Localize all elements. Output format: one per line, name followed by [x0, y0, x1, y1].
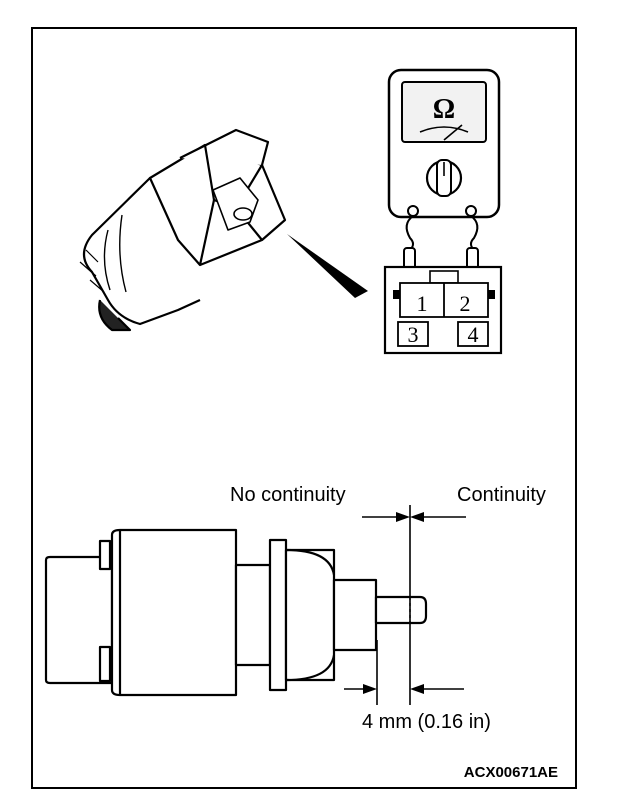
ohm-symbol: Ω: [433, 94, 455, 125]
meter-window: [401, 81, 487, 143]
pin-4-label: 4: [468, 322, 479, 347]
pin-2-label: 2: [460, 291, 471, 316]
no-continuity-label: No continuity: [230, 484, 346, 506]
figure-code: ACX00671AE: [464, 764, 558, 781]
connector-face: [383, 265, 503, 355]
pin-1-label: 1: [417, 291, 428, 316]
switch-side-view: [44, 528, 428, 697]
dimension-arrowheads: [363, 512, 424, 694]
callout-wedge: [287, 234, 368, 298]
pin-3-label: 3: [408, 322, 419, 347]
probe-leads: [405, 215, 479, 251]
switch-isometric-illustration: [79, 128, 287, 332]
selector-knob: [425, 159, 463, 197]
ohmmeter: Ω: [387, 68, 501, 219]
meter-jack-left: [407, 205, 419, 217]
continuity-label: Continuity: [457, 484, 546, 506]
stroke-dimension-label: 4 mm (0.16 in): [362, 711, 491, 733]
meter-jack-right: [465, 205, 477, 217]
